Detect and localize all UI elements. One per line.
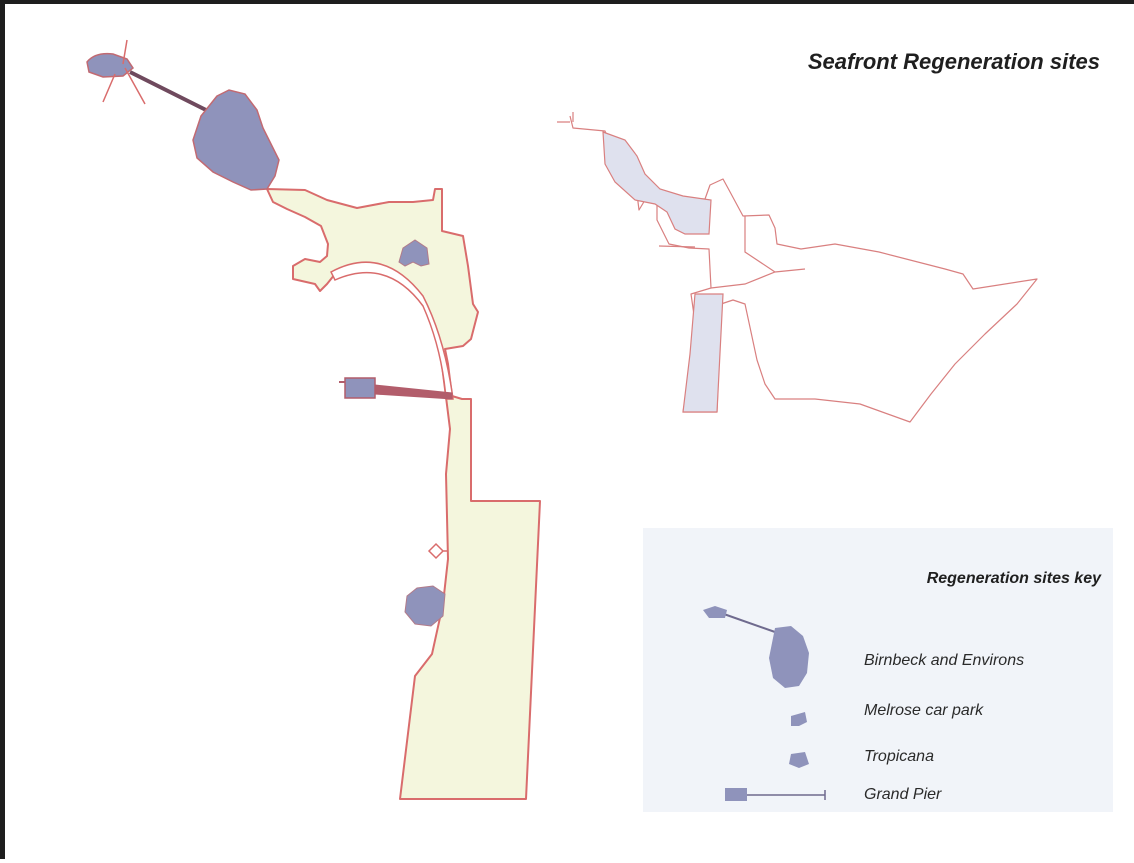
birnbeck-island xyxy=(86,52,135,78)
inset-seafront xyxy=(682,293,724,413)
key-label-grand-pier: Grand Pier xyxy=(864,786,942,803)
birnbeck-site xyxy=(192,89,280,191)
melrose-car-park-site xyxy=(398,239,430,267)
jetty-marker xyxy=(427,542,448,560)
key-label-melrose: Melrose car park xyxy=(864,702,984,719)
grand-pier-head xyxy=(344,377,376,399)
inset-boundary-detail xyxy=(557,112,806,289)
grand-pier-line xyxy=(374,384,453,400)
birnbeck-pier-line xyxy=(129,70,221,119)
inset-birnbeck xyxy=(602,131,712,235)
key-birnbeck-site-icon xyxy=(769,626,809,688)
key-label-birnbeck: Birnbeck and Environs xyxy=(864,652,1025,669)
regeneration-sites-key: Regeneration sites key Birnbeck and Envi… xyxy=(643,528,1113,812)
key-title: Regeneration sites key xyxy=(926,570,1101,587)
seafront-boundary-area xyxy=(266,188,541,800)
seafront-map xyxy=(86,39,1038,800)
tropicana-site xyxy=(404,585,446,627)
key-tropicana-icon xyxy=(789,752,809,768)
key-label-tropicana: Tropicana xyxy=(864,748,934,765)
key-grand-pier-head-icon xyxy=(725,788,747,801)
inset-boundary xyxy=(569,115,1038,423)
key-birnbeck-pier-line xyxy=(720,612,776,633)
key-symbols xyxy=(703,606,826,801)
key-birnbeck-island-icon xyxy=(703,606,727,618)
birnbeck-islet-arms xyxy=(102,39,146,105)
key-melrose-icon xyxy=(791,712,807,726)
map-title: Seafront Regeneration sites xyxy=(807,49,1100,74)
